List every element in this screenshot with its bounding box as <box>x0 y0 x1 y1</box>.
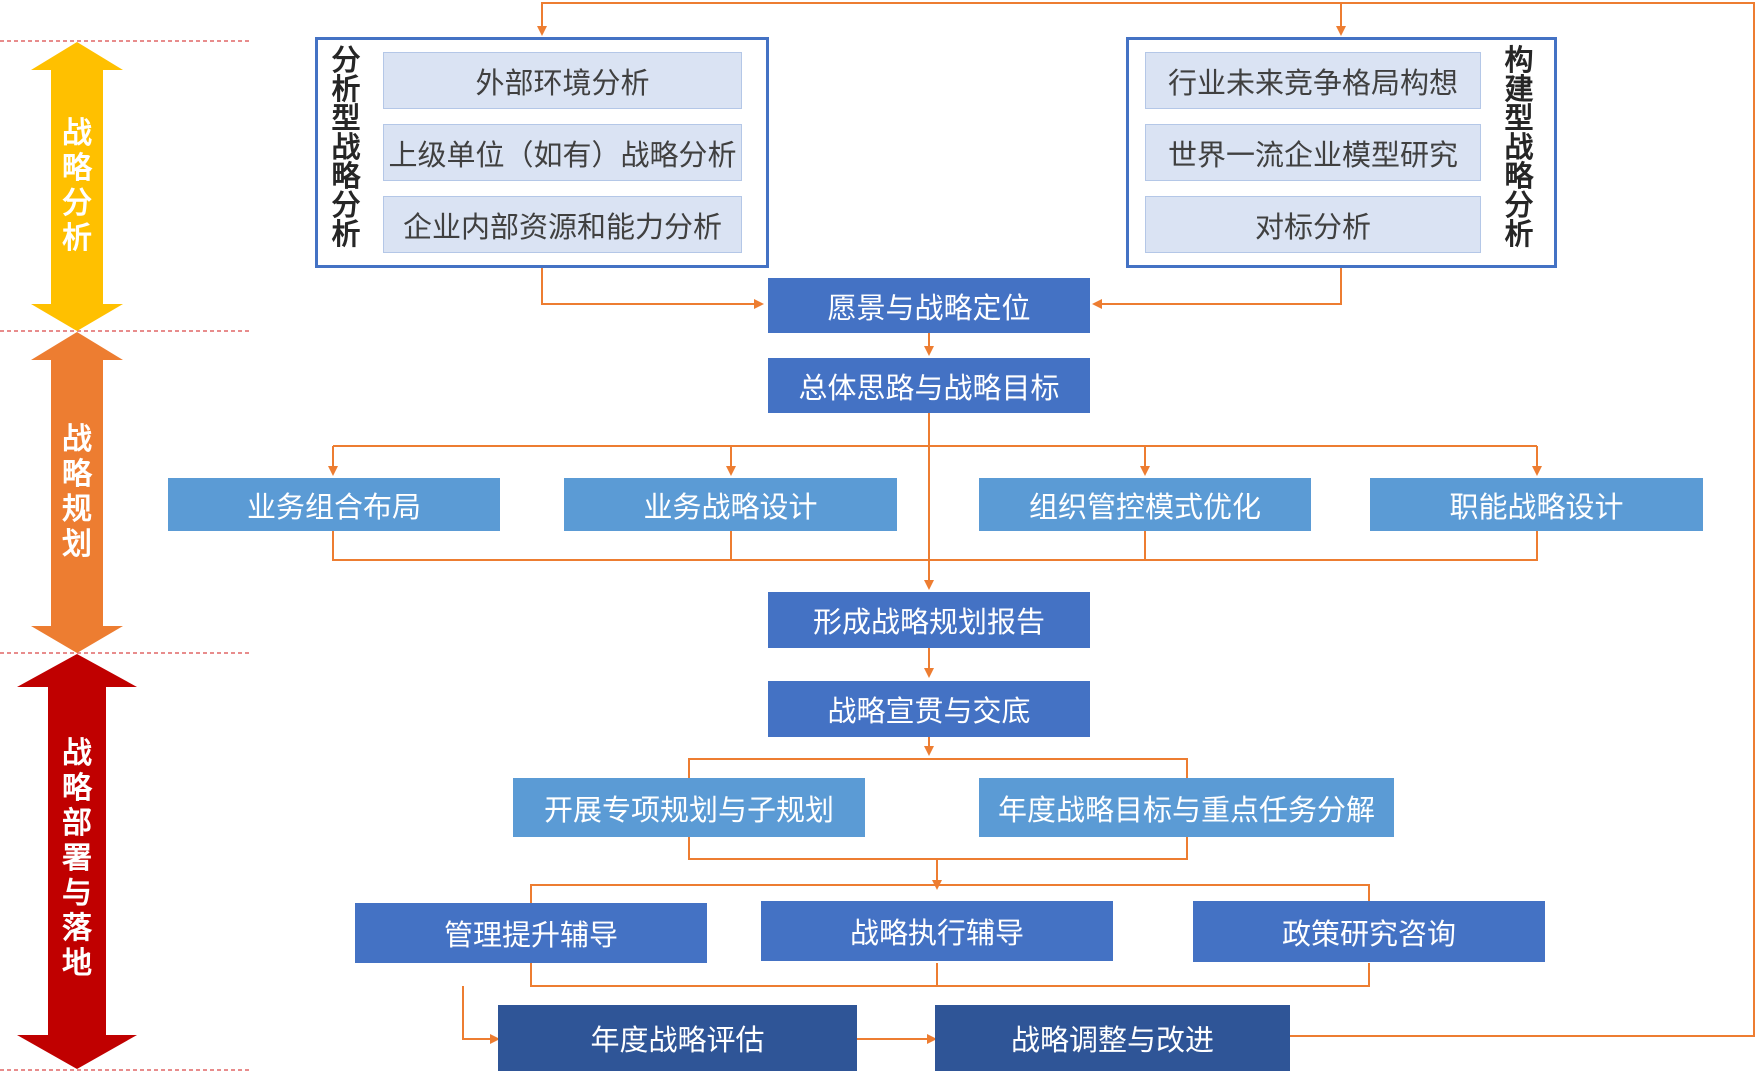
left-panel-item: 外部环境分析 <box>383 52 742 109</box>
deploy-branch-line <box>688 758 1188 778</box>
support-box: 战略执行辅导 <box>761 901 1113 961</box>
right-to-vision-line <box>1092 266 1342 309</box>
design-merge-line <box>332 531 1538 561</box>
phase-label-analysis: 战略分析 <box>62 116 92 256</box>
right-panel-item: 对标分析 <box>1145 196 1481 253</box>
support-box: 管理提升辅导 <box>355 903 707 963</box>
phase-arrow-deployment <box>17 654 137 1069</box>
support-to-evaluate-line <box>462 986 500 1044</box>
report-box: 形成战略规划报告 <box>768 592 1090 648</box>
vision-box: 愿景与战略定位 <box>768 278 1090 333</box>
phase-arrow-planning <box>31 332 123 653</box>
left-panel-title: 分析型战略分析 <box>331 43 361 251</box>
design-box: 职能战略设计 <box>1370 478 1703 531</box>
deploy-merge-line <box>688 837 1188 860</box>
design-box: 业务组合布局 <box>168 478 500 531</box>
left-panel-item: 上级单位（如有）战略分析 <box>383 124 742 181</box>
adjust-box: 战略调整与改进 <box>935 1005 1290 1071</box>
goals-box: 总体思路与战略目标 <box>768 358 1090 413</box>
evaluate-box: 年度战略评估 <box>498 1005 857 1071</box>
phase-arrow-analysis <box>31 42 123 331</box>
support-merge-line <box>530 963 1370 987</box>
left-to-vision-line <box>541 266 764 309</box>
right-panel-item: 行业未来竞争格局构想 <box>1145 52 1481 109</box>
publicize-box: 战略宣贯与交底 <box>768 681 1090 737</box>
design-box: 业务战略设计 <box>564 478 897 531</box>
phase-label-planning: 战略规划 <box>62 422 92 562</box>
support-branch-line <box>530 884 1370 903</box>
feedback-loop-line <box>537 2 1755 1037</box>
deploy-box: 年度战略目标与重点任务分解 <box>979 778 1394 837</box>
left-panel-item: 企业内部资源和能力分析 <box>383 196 742 253</box>
deploy-box: 开展专项规划与子规划 <box>513 778 865 837</box>
phase-label-deployment: 战略部署与落地 <box>62 736 92 981</box>
right-panel-item: 世界一流企业模型研究 <box>1145 124 1481 181</box>
design-box: 组织管控模式优化 <box>979 478 1311 531</box>
support-box: 政策研究咨询 <box>1193 901 1545 962</box>
right-panel-title: 构建型战略分析 <box>1504 43 1534 251</box>
